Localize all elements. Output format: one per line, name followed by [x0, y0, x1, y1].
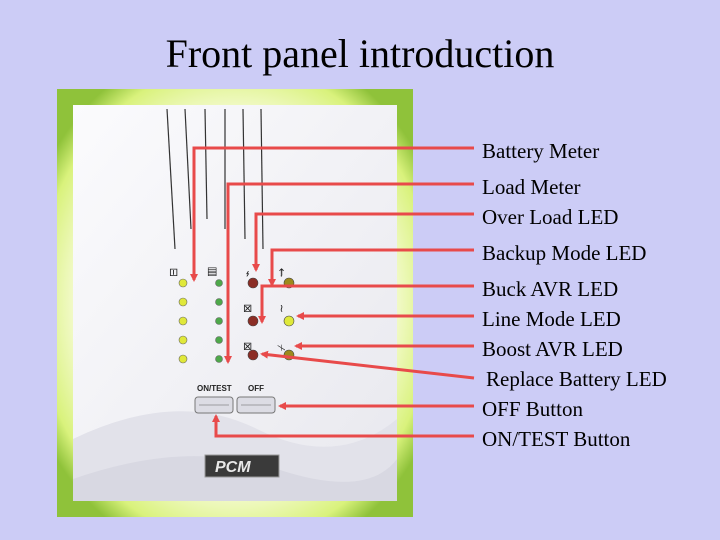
- svg-text:⌿: ⌿: [275, 344, 288, 351]
- svg-text:⌁: ⌁: [241, 270, 254, 277]
- backup-mode-led: [283, 277, 295, 289]
- off-label: OFF: [248, 384, 264, 393]
- buck-avr-led: [247, 315, 259, 327]
- battery-led: [178, 316, 188, 326]
- load-led: [215, 336, 223, 344]
- line-mode-led: [283, 315, 295, 327]
- battery-meter-leds: [178, 278, 188, 364]
- load-led: [215, 279, 223, 287]
- callout-replace-battery-led: Replace Battery LED: [486, 367, 667, 391]
- svg-text:▥: ▥: [205, 267, 218, 277]
- ups-front-panel-image: ⊟ ▥ ⌁ ⇝ ⊠ ∼ ⊠ ⌿ ON/TEST OFF PCM: [57, 89, 413, 517]
- load-meter-leds: [215, 279, 223, 363]
- svg-text:⊠: ⊠: [241, 304, 254, 313]
- callout-backup-mode-led: Backup Mode LED: [482, 241, 647, 265]
- svg-text:∼: ∼: [275, 304, 288, 313]
- load-led: [215, 355, 223, 363]
- load-led: [215, 317, 223, 325]
- callout-on-test-button: ON/TEST Button: [482, 427, 631, 451]
- load-led: [215, 298, 223, 306]
- svg-text:⊠: ⊠: [241, 342, 254, 351]
- battery-led: [178, 297, 188, 307]
- over-load-led: [247, 277, 259, 289]
- callout-over-load-led: Over Load LED: [482, 205, 619, 229]
- callout-line-mode-led: Line Mode LED: [482, 307, 621, 331]
- pcm-logo: PCM: [215, 459, 251, 476]
- boost-avr-led: [247, 349, 259, 361]
- callout-battery-meter: Battery Meter: [482, 139, 600, 163]
- svg-text:⊟: ⊟: [167, 268, 180, 277]
- on-test-label: ON/TEST: [197, 384, 232, 393]
- callout-boost-avr-led: Boost AVR LED: [482, 337, 623, 361]
- battery-led: [178, 335, 188, 345]
- callout-off-button: OFF Button: [482, 397, 583, 421]
- callout-buck-avr-led: Buck AVR LED: [482, 277, 619, 301]
- pcm-logo-plate: [204, 454, 280, 478]
- slide-title: Front panel introduction: [165, 31, 555, 76]
- battery-led: [178, 278, 188, 288]
- replace-battery-led: [283, 349, 295, 361]
- svg-text:⇝: ⇝: [275, 268, 288, 277]
- callout-load-meter: Load Meter: [482, 175, 581, 199]
- battery-led: [178, 354, 188, 364]
